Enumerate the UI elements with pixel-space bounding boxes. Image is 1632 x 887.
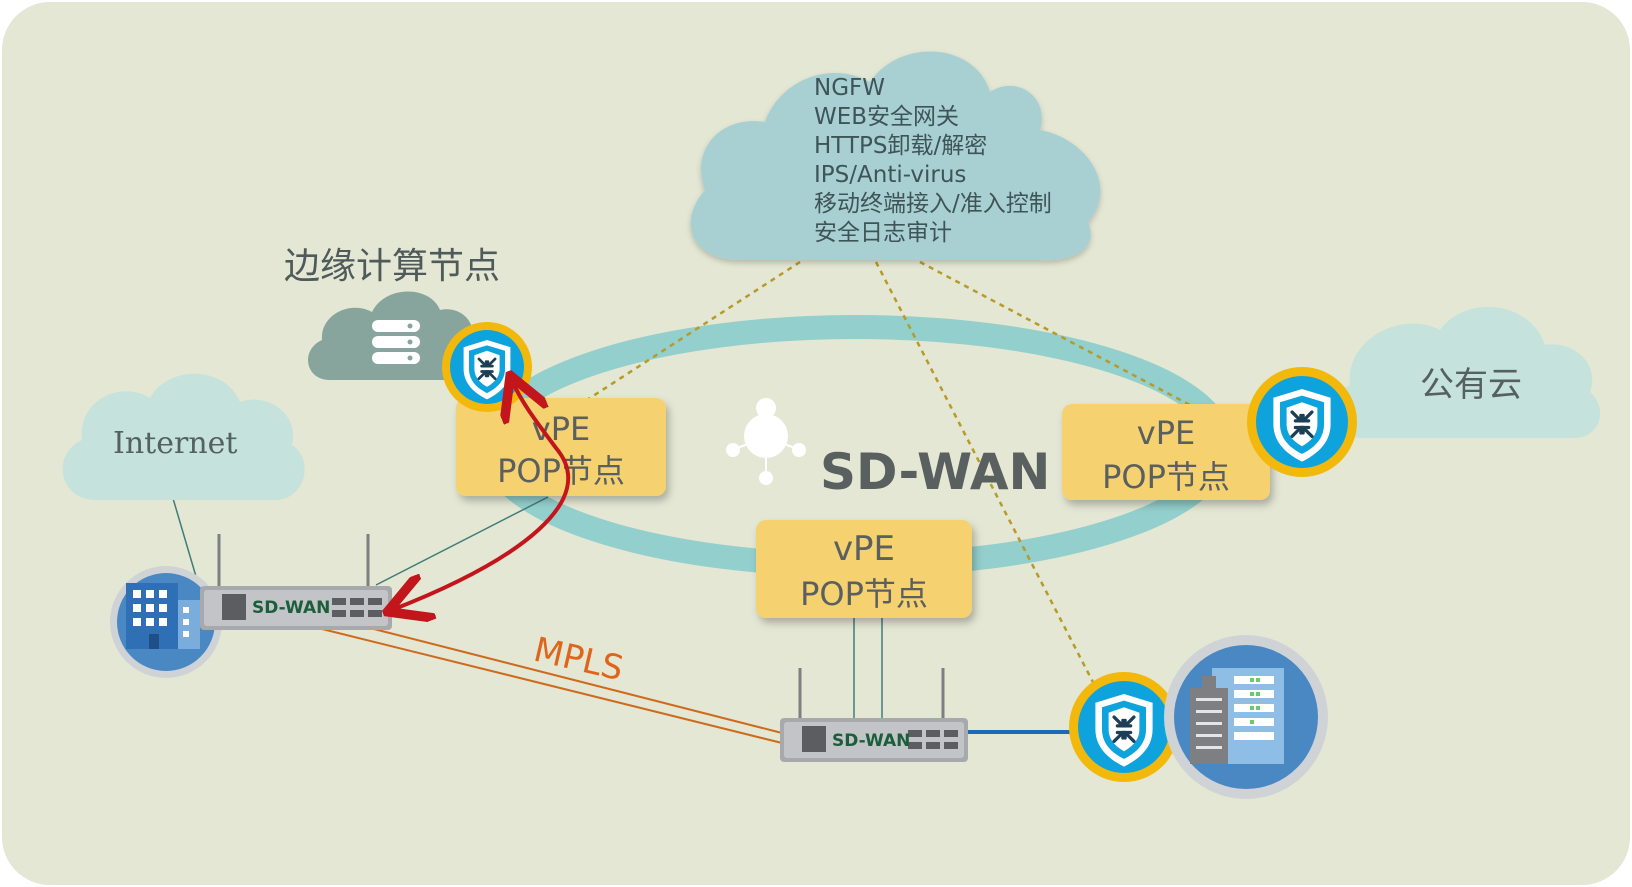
edge-compute-label: 边缘计算节点 — [284, 246, 500, 287]
pop-node-bottom-line1: vPE — [833, 529, 895, 569]
shield-arrows-icon — [1069, 672, 1179, 782]
security-services-list: NGFW WEB安全网关 HTTPS卸载/解密 IPS/Anti-virus 移… — [814, 75, 1052, 246]
pop-node-bottom — [756, 520, 972, 618]
edge-traffic-arrow — [392, 380, 571, 610]
sdwan-title: SD-WAN — [820, 443, 1050, 501]
office-building-icon — [110, 566, 222, 678]
security-service-item: IPS/Anti-virus — [814, 162, 966, 188]
public-cloud — [1332, 307, 1601, 438]
shield-arrows-icon — [1247, 367, 1357, 477]
public-cloud-label: 公有云 — [1420, 365, 1522, 405]
internet-cloud — [62, 373, 305, 500]
security-service-item: 移动终端接入/准入控制 — [814, 191, 1052, 217]
datacenter-icon — [1164, 635, 1328, 799]
security-service-links — [555, 260, 1223, 720]
security-service-item: HTTPS卸载/解密 — [814, 133, 987, 159]
router-left-label: SD-WAN — [252, 598, 330, 618]
mpls-link — [317, 627, 783, 744]
security-services-cloud — [690, 51, 1101, 261]
sdwan-router-bottom — [780, 668, 968, 762]
network-hub-icon — [726, 398, 806, 485]
security-service-item: WEB安全网关 — [814, 104, 959, 130]
internet-label: Internet — [113, 426, 237, 461]
pop-node-bottom-line2: POP节点 — [800, 575, 928, 613]
router-bottom-label: SD-WAN — [832, 731, 910, 751]
pop-node-right — [1062, 404, 1270, 500]
pop-node-right-line2: POP节点 — [1102, 458, 1230, 496]
shield-arrows-icon — [442, 322, 532, 412]
sdwan-router-left — [200, 534, 392, 630]
edge-compute-cloud — [308, 291, 482, 380]
server-stack-icon — [372, 320, 420, 364]
security-service-item: NGFW — [814, 75, 885, 101]
security-service-item: 安全日志审计 — [814, 220, 952, 246]
pop-node-right-line1: vPE — [1137, 414, 1195, 452]
